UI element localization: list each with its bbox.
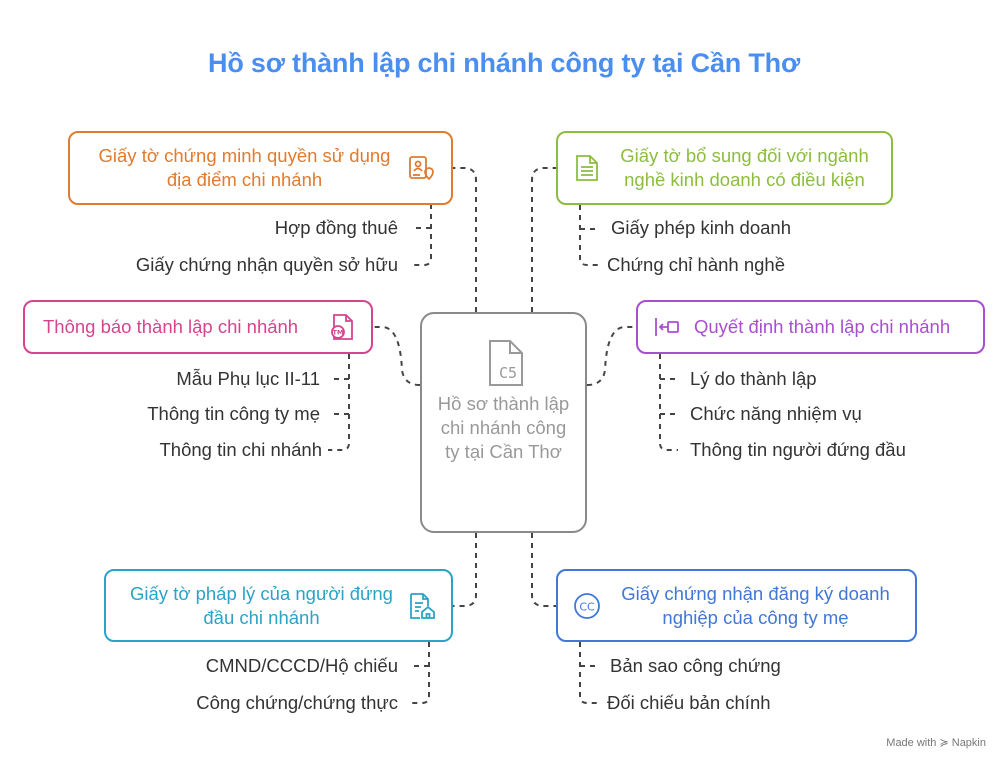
leaf-item: Công chứng/chứng thực <box>196 692 398 713</box>
node-label: Giấy tờ bổ sung đối với ngành nghề kinh … <box>620 145 869 190</box>
leaf-item: CMND/CCCD/Hộ chiếu <box>205 655 398 676</box>
leaf-item: Giấy phép kinh doanh <box>611 217 791 238</box>
leaf-item: Chứng chỉ hành nghề <box>607 254 785 275</box>
id-card-location-icon <box>405 151 439 185</box>
node-location-proof[interactable]: Giấy tờ chứng minh quyền sử dụng địa điể… <box>68 131 453 205</box>
icon-text: TM <box>333 329 344 337</box>
leaf-item: Thông tin công ty mẹ <box>147 403 320 424</box>
node-conditional-business[interactable]: Giấy tờ bổ sung đối với ngành nghề kinh … <box>556 131 893 205</box>
node-label: Giấy chứng nhận đăng ký doanh nghiệp của… <box>621 582 890 628</box>
leaf-item: Thông tin người đứng đầu <box>690 439 906 460</box>
node-label: Giấy tờ pháp lý của người đứng đầu chi n… <box>130 582 393 628</box>
napkin-credit: Made with ≽ Napkin <box>886 737 986 749</box>
node-label: Giấy tờ chứng minh quyền sử dụng địa điể… <box>98 145 391 190</box>
center-node[interactable]: C5 Hồ sơ thành lập chi nhánh công ty tại… <box>420 312 587 533</box>
arrow-to-wall-icon <box>650 310 684 344</box>
icon-text: C5 <box>499 364 517 382</box>
node-label: Thông báo thành lập chi nhánh <box>43 316 299 337</box>
node-branch-decision[interactable]: Quyết định thành lập chi nhánh <box>636 300 985 354</box>
leaf-item: Mẫu Phụ lục II-11 <box>176 368 320 389</box>
center-label: Hồ sơ thành lập chi nhánh công ty tại Cầ… <box>437 393 570 462</box>
node-head-legal-docs[interactable]: Giấy tờ pháp lý của người đứng đầu chi n… <box>104 569 453 642</box>
leaf-item: Bản sao công chứng <box>610 655 781 676</box>
document-c5-icon: C5 <box>484 338 528 388</box>
leaf-item: Đối chiếu bản chính <box>607 692 771 713</box>
node-parent-registration[interactable]: CC Giấy chứng nhận đăng ký doanh nghiệp … <box>556 569 917 642</box>
node-branch-notice[interactable]: Thông báo thành lập chi nhánh TM <box>23 300 373 354</box>
node-label: Quyết định thành lập chi nhánh <box>694 316 951 337</box>
page-title: Hồ sơ thành lập chi nhánh công ty tại Cầ… <box>208 48 800 78</box>
leaf-item: Lý do thành lập <box>690 368 817 389</box>
document-lines-icon <box>570 151 604 185</box>
trademark-document-icon: TM <box>325 310 359 344</box>
leaf-item: Giấy chứng nhận quyền sở hữu <box>135 254 398 275</box>
legal-document-home-icon <box>405 589 439 623</box>
icon-text: CC <box>579 600 595 613</box>
leaf-item: Hợp đồng thuê <box>274 217 398 238</box>
cc-circle-icon: CC <box>570 589 604 623</box>
leaf-item: Thông tin chi nhánh <box>159 439 322 460</box>
leaf-item: Chức năng nhiệm vụ <box>690 403 862 424</box>
